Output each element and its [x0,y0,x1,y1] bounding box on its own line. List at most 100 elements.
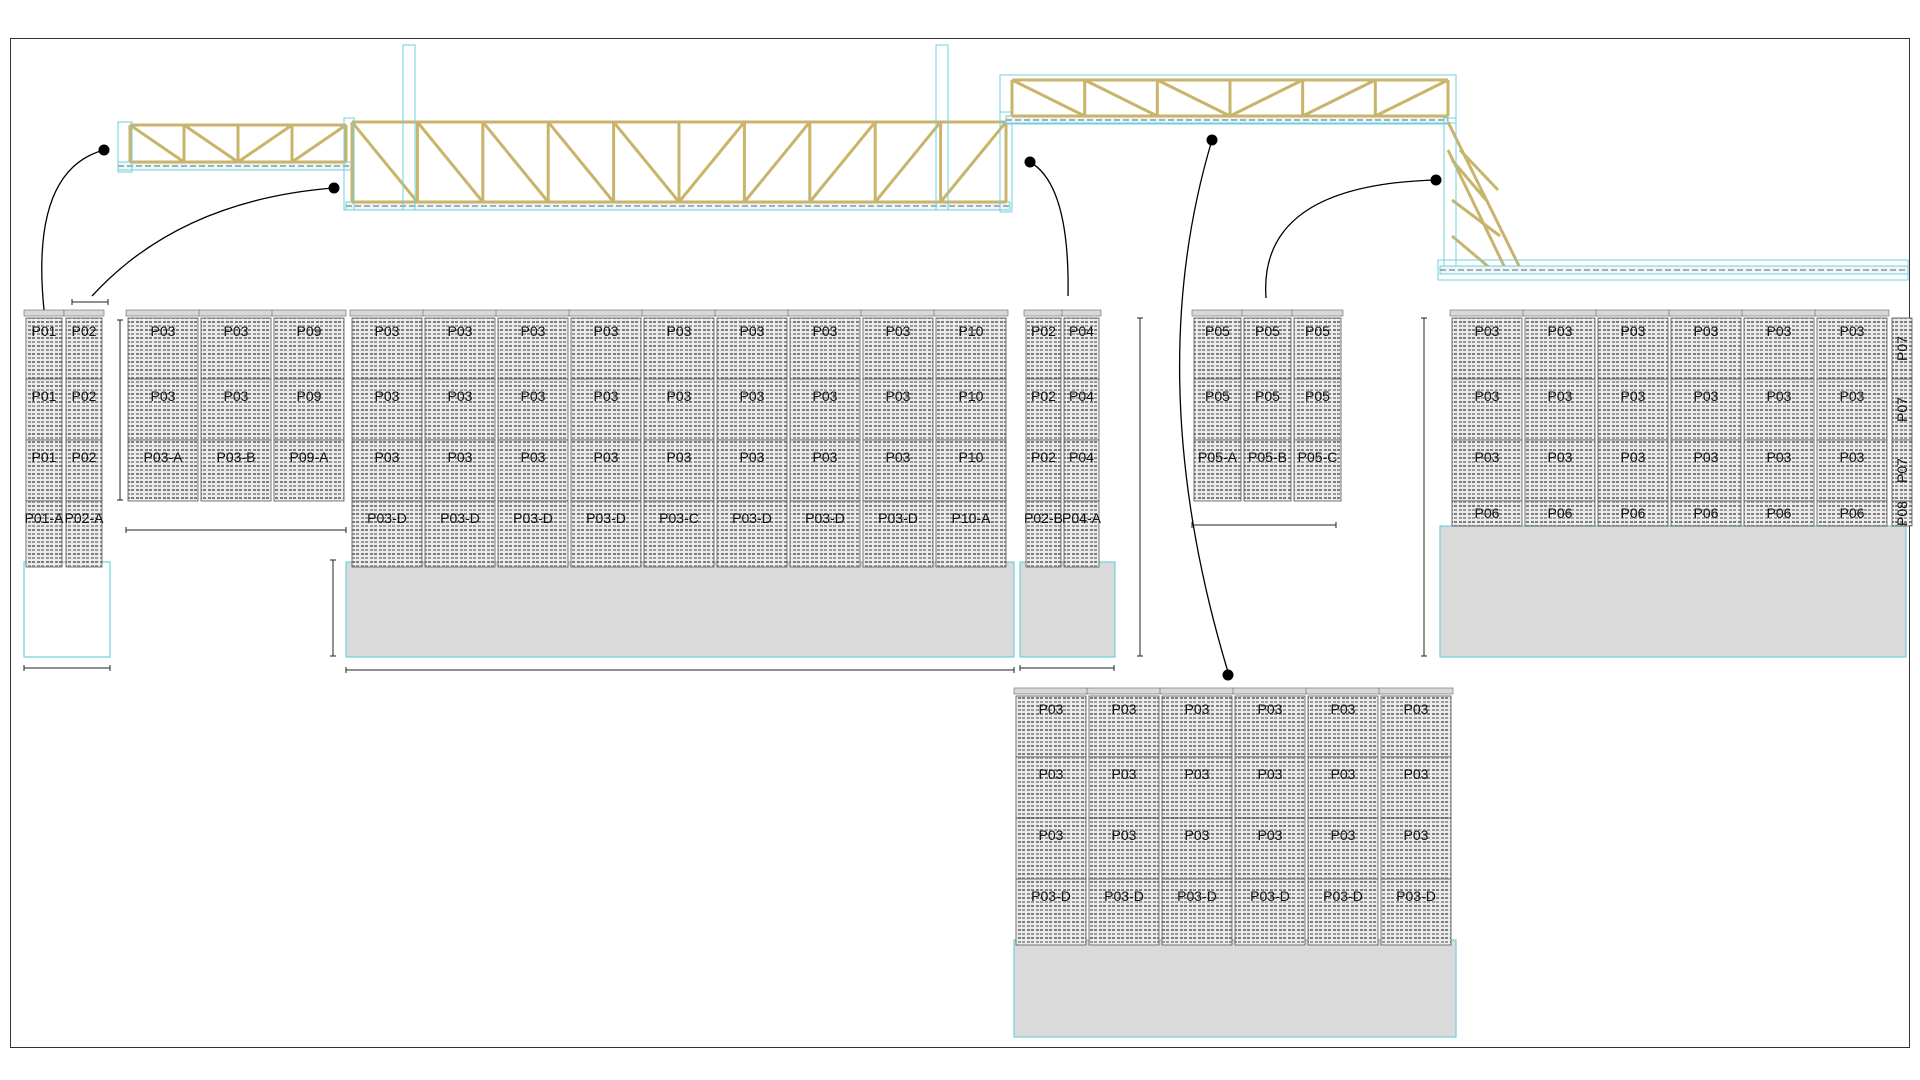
diagonal-web [416,121,484,203]
dimension-horizontal [345,667,1015,673]
panel-label: P03 [1767,323,1792,339]
panel-label: P03 [1185,766,1210,782]
panel-cap [349,309,425,317]
panel-label: P01-A [25,510,65,526]
diagonal-web [1302,78,1376,118]
callout-dot [328,182,340,194]
column-outline [935,44,949,211]
panel-label: P03 [448,388,473,404]
panel-label: P03-C [659,510,699,526]
callout-dot [98,144,110,156]
panel-label: P06 [1840,505,1865,521]
side-panel-label: P08 [1894,501,1910,526]
panel [1670,500,1742,527]
panel [200,378,272,441]
panel-label: P09 [297,323,322,339]
panel [1015,878,1087,946]
dimension-lines [23,299,1427,673]
panel [424,439,496,502]
panel [1063,378,1100,441]
panel-label: P03 [886,449,911,465]
panel-label: P03 [448,323,473,339]
panel-label: P05 [1305,323,1330,339]
panel [1670,378,1742,441]
panel-label: P03 [667,323,692,339]
panel-label: P03 [1039,827,1064,843]
panel-label: P05 [1205,323,1230,339]
panel-label: P02 [72,449,97,465]
panel-label: P03 [813,388,838,404]
panel-label: P04 [1069,323,1094,339]
dimension-horizontal [125,527,347,533]
panel-label: P02 [1031,449,1056,465]
dimension-vertical [1137,317,1143,657]
panel-label: P03 [521,323,546,339]
panel-label: P09-A [290,449,330,465]
panel [1451,439,1523,502]
callout-leader [1029,161,1069,297]
panel-label: P06 [1548,505,1573,521]
panel-label: P03 [151,388,176,404]
diagonal-web [183,123,239,164]
panel [1307,756,1379,819]
callout [91,182,340,297]
dimension-horizontal [71,299,109,305]
panel-label: P03-D [1323,888,1363,904]
panel-label: P03-D [1250,888,1290,904]
panel [1088,878,1160,946]
panel [570,500,642,568]
panel-label: P03 [1112,701,1137,717]
panel [1234,817,1306,880]
panel-label: P02 [72,388,97,404]
panel-label: P03 [1694,323,1719,339]
panel [935,317,1007,380]
diagonal-web [1156,78,1231,118]
panel [789,378,861,441]
panel-label: P03 [886,388,911,404]
panel-label: P04-A [1062,510,1102,526]
panel-cap [1013,687,1089,695]
dimension-vertical [330,559,336,657]
panel-label: P03 [667,388,692,404]
panel [497,317,569,380]
panel [862,439,934,502]
diagonal-web [129,123,185,164]
panel-label: P03 [1621,388,1646,404]
panel-label: P06 [1475,505,1500,521]
panel [1025,317,1062,380]
panel-label: P03 [224,388,249,404]
panel-label: P03 [1475,449,1500,465]
panel-label: P03 [1258,766,1283,782]
panel-label: P03-D [805,510,845,526]
panel [1380,817,1452,880]
panel-cap [495,309,571,317]
panel-label: P01 [32,388,57,404]
panel [1015,695,1087,758]
callout [1024,156,1069,297]
panel [789,317,861,380]
panel-label: P03 [1621,323,1646,339]
panel [25,439,63,502]
panel-label: P03 [1258,701,1283,717]
panel-label: P03-D [440,510,480,526]
panel [570,439,642,502]
panel [862,317,934,380]
panel [1161,878,1233,946]
panel-label: P03-A [144,449,184,465]
panel-label: P06 [1767,505,1792,521]
panel-label: P03 [1404,827,1429,843]
panel-label: P03 [1404,701,1429,717]
panel [1088,695,1160,758]
panel [1524,378,1596,441]
truss-span-upper [1010,78,1450,118]
panel [643,378,715,441]
panel [1088,817,1160,880]
callout-leader [91,187,335,297]
foundation-base [1439,525,1907,658]
panel-label: P03 [1258,827,1283,843]
panel-label: P06 [1621,505,1646,521]
panel-label: P03 [375,388,400,404]
diagonal-web [743,121,811,203]
panel-cap [1595,309,1671,317]
panel-label: P03 [1475,323,1500,339]
